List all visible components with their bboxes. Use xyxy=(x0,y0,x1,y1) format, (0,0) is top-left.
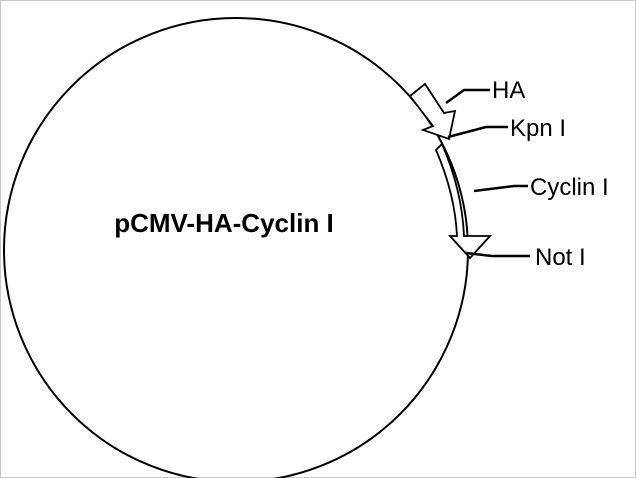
ha-leader-line xyxy=(445,88,490,105)
not-site-label: Not I xyxy=(535,244,586,271)
cyclin-feature-label: Cyclin I xyxy=(530,174,609,201)
cyclin-feature-arrow xyxy=(434,142,493,260)
not-leader-line xyxy=(465,251,530,258)
ha-feature-arrow xyxy=(408,82,457,141)
kpn-leader-line xyxy=(447,125,508,139)
kpn-site-label: Kpn I xyxy=(510,115,566,142)
plasmid-backbone xyxy=(3,17,469,478)
ha-feature-label: HA xyxy=(492,77,525,104)
cyclin-leader-line xyxy=(473,184,528,193)
plasmid-name-label: pCMV-HA-Cyclin I xyxy=(114,208,334,238)
